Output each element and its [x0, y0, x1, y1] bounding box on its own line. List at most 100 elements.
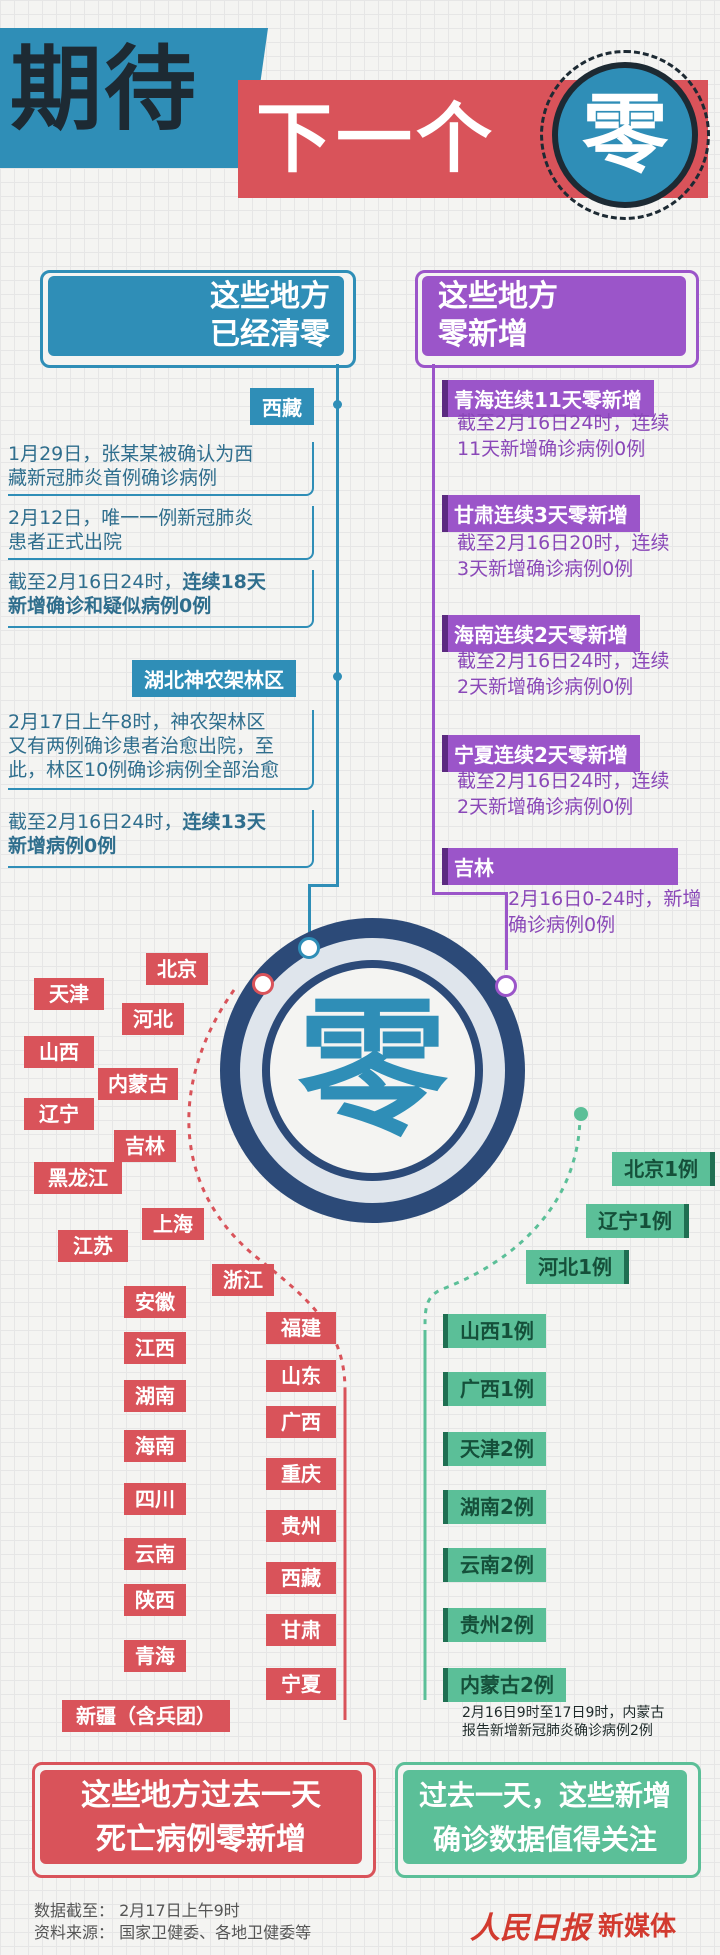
- text-line: 截至2月16日24时，连续: [457, 770, 670, 792]
- green-tag-stripe: [443, 1548, 448, 1582]
- text-span: 截至2月16日24时，: [8, 811, 183, 833]
- data-date: 数据截至： 2月17日上午9时: [34, 1901, 240, 1920]
- red-bottom-box: [40, 1770, 362, 1864]
- blue-timeline-dot: [333, 672, 342, 681]
- red-tag: 重庆: [266, 1458, 336, 1490]
- purple-title-line1: 这些地方: [438, 279, 558, 314]
- green-tag-stripe: [443, 1490, 448, 1524]
- purple-tag-ningxia: 宁夏连续2天零新增: [442, 735, 640, 772]
- header-title-left: 期待: [10, 36, 199, 143]
- purple-title-box: [422, 276, 686, 356]
- header-title-right: 下一个: [256, 94, 496, 183]
- red-tag: 内蒙古: [98, 1068, 178, 1100]
- blue-connector-v: [308, 884, 311, 944]
- red-tag: 湖南: [124, 1380, 186, 1412]
- red-tag: 贵州: [266, 1510, 336, 1542]
- red-tag: 四川: [124, 1483, 186, 1515]
- xizang-paragraph-1: 1月29日，张某某被确认为西 藏新冠肺炎首例确诊病例: [8, 442, 314, 496]
- text-line: 截至2月16日24时，连续: [457, 650, 670, 672]
- green-tag-stripe: [443, 1432, 448, 1466]
- hubei-tag: 湖北神农架林区: [132, 660, 296, 697]
- green-tag: 辽宁1例: [586, 1204, 684, 1238]
- green-tag-stripe: [443, 1372, 448, 1406]
- red-tag: 福建: [266, 1312, 336, 1344]
- highlight-text: 新增确诊和疑似病例0例: [8, 595, 212, 617]
- blue-timeline: [336, 364, 339, 886]
- text-line: 报告新增新冠肺炎确诊病例2例: [462, 1723, 653, 1739]
- red-tag: 陕西: [124, 1584, 186, 1616]
- text-line: 3天新增确诊病例0例: [457, 558, 634, 580]
- green-timeline: [423, 1113, 582, 1700]
- text-line: 藏新冠肺炎首例确诊病例: [8, 467, 218, 489]
- text-line: 2天新增确诊病例0例: [457, 676, 634, 698]
- blue-node-dot: [298, 937, 320, 959]
- text-line: 此，林区10例确诊病例全部治愈: [8, 759, 280, 781]
- red-tag: 新疆（含兵团）: [62, 1700, 230, 1732]
- green-tag: 贵州2例: [448, 1608, 546, 1642]
- purple-title-line2: 零新增: [438, 317, 528, 352]
- red-tag: 山东: [266, 1360, 336, 1392]
- center-text: 零: [297, 983, 448, 1157]
- text-line: 11天新增确诊病例0例: [457, 438, 646, 460]
- text-line: 死亡病例零新增: [96, 1822, 306, 1857]
- green-tag: 内蒙古2例: [448, 1668, 566, 1702]
- text-span: 截至2月16日24时，: [8, 571, 183, 593]
- purple-connector-v: [505, 892, 508, 970]
- red-tag: 广西: [266, 1406, 336, 1438]
- green-note: 2月16日9时至17日9时，内蒙古 报告新增新冠肺炎确诊病例2例: [462, 1704, 664, 1740]
- red-tag: 浙江: [212, 1264, 274, 1296]
- blue-title-box: [48, 276, 344, 356]
- footer-source: 数据截至： 2月17日上午9时 资料来源： 国家卫健委、各地卫健委等: [34, 1900, 311, 1944]
- red-timeline: [187, 989, 347, 1720]
- purple-connector-h: [432, 892, 508, 895]
- blue-connector-h: [308, 884, 339, 887]
- header-circle-ring: [540, 50, 710, 220]
- green-bottom-title: 过去一天，这些新增 确诊数据值得关注: [403, 1770, 687, 1862]
- header-circle: [552, 62, 698, 208]
- text-line: 患者正式出院: [8, 531, 123, 553]
- xizang-tag: 西藏: [250, 388, 314, 425]
- blue-timeline-dot: [333, 400, 342, 409]
- red-tag: 江西: [124, 1332, 186, 1364]
- red-tag: 吉林: [114, 1130, 176, 1162]
- highlight-text: 连续18天: [182, 571, 266, 593]
- green-tag: 云南2例: [448, 1548, 546, 1582]
- text-line: 2月17日上午8时，神农架林区: [8, 711, 266, 733]
- purple-text-ningxia: 截至2月16日24时，连续 2天新增确诊病例0例: [457, 768, 669, 820]
- purple-tag-hainan: 海南连续2天零新增: [442, 615, 640, 652]
- purple-tag-jilin: 吉林: [442, 848, 678, 885]
- xizang-paragraph-3: 截至2月16日24时，连续18天 新增确诊和疑似病例0例: [8, 570, 314, 628]
- highlight-text: 连续13天: [182, 811, 266, 833]
- text-line: 又有两例确诊患者治愈出院，至: [8, 735, 275, 757]
- red-tag: 辽宁: [24, 1098, 94, 1130]
- text-line: 2月16日9时至17日9时，内蒙古: [462, 1705, 665, 1721]
- hubei-paragraph-2: 截至2月16日24时，连续13天 新增病例0例: [8, 810, 314, 868]
- purple-node-dot: [495, 975, 517, 997]
- green-bottom-box: [403, 1770, 687, 1864]
- purple-text-jilin: 2月16日0-24时，新增 确诊病例0例: [508, 886, 701, 938]
- red-node-dot: [252, 973, 274, 995]
- green-tag-stripe: [443, 1608, 448, 1642]
- text-line: 2天新增确诊病例0例: [457, 796, 634, 818]
- blue-title: 这些地方 已经清零: [60, 276, 330, 358]
- red-tag: 甘肃: [266, 1614, 336, 1646]
- green-tag-stripe: [710, 1152, 715, 1186]
- text-line: 2月12日，唯一一例新冠肺炎: [8, 507, 254, 529]
- green-tag-stripe: [624, 1250, 629, 1284]
- text-line: 截至2月16日24时，连续: [457, 412, 670, 434]
- green-tag: 河北1例: [526, 1250, 624, 1284]
- purple-text-hainan: 截至2月16日24时，连续 2天新增确诊病例0例: [457, 648, 669, 700]
- red-tag: 青海: [124, 1640, 186, 1672]
- purple-tag-gansu: 甘肃连续3天零新增: [442, 495, 640, 532]
- red-tag: 天津: [34, 978, 104, 1010]
- red-tag: 上海: [142, 1208, 204, 1240]
- green-tag: 广西1例: [448, 1372, 546, 1406]
- blue-title-line1: 这些地方: [210, 279, 330, 314]
- red-tag: 黑龙江: [34, 1162, 122, 1194]
- hubei-paragraph-1: 2月17日上午8时，神农架林区 又有两例确诊患者治愈出院，至 此，林区10例确诊…: [8, 710, 314, 790]
- highlight-text: 新增病例0例: [8, 835, 117, 857]
- red-tag: 西藏: [266, 1562, 336, 1594]
- red-tag: 安徽: [124, 1286, 186, 1318]
- green-tag: 山西1例: [448, 1314, 546, 1348]
- blue-title-line2: 已经清零: [210, 317, 330, 352]
